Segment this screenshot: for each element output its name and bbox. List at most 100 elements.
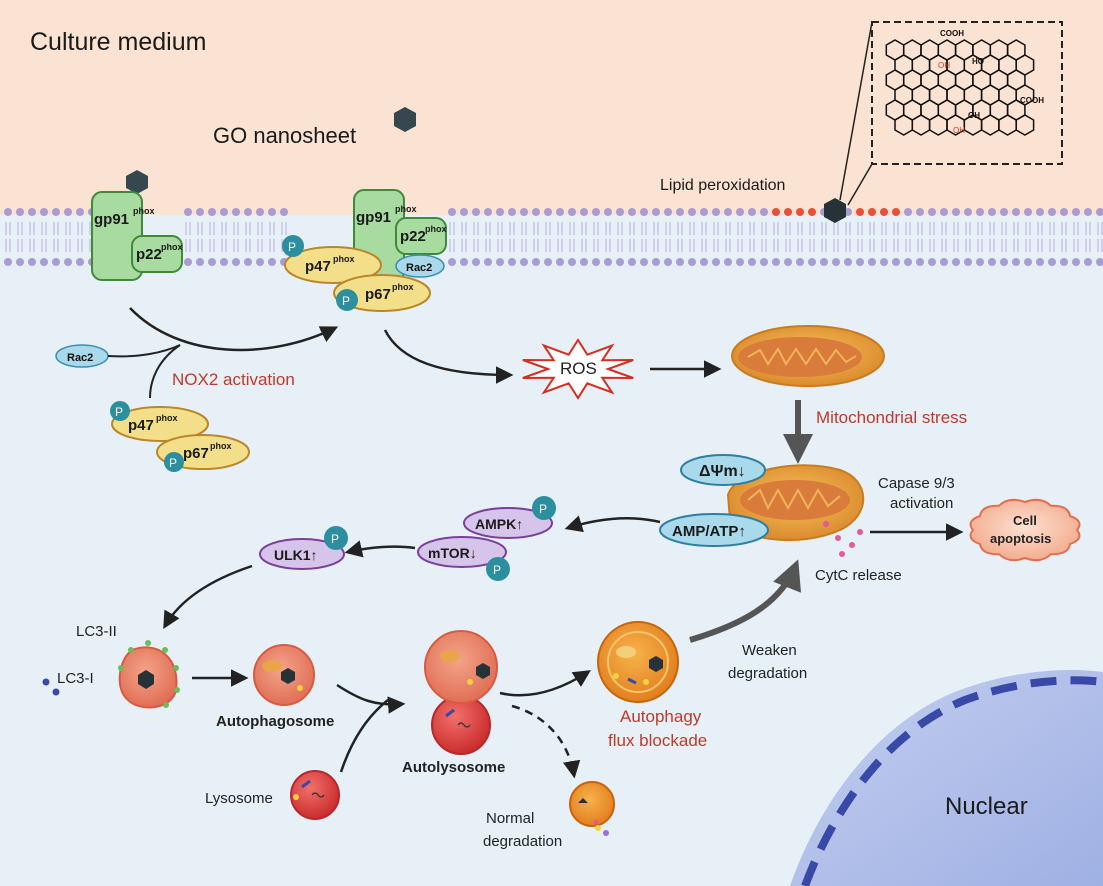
culture-medium-region [0, 0, 1103, 215]
mitochondrion-healthy [731, 325, 885, 387]
mtor-node: mTOR↓ P [417, 536, 510, 581]
svg-text:Rac2: Rac2 [67, 352, 93, 364]
arrow-ulk1-to-lc3 [163, 564, 253, 630]
svg-text:phox: phox [210, 441, 232, 451]
svg-text:ULK1↑: ULK1↑ [274, 547, 318, 563]
ros-label: ROS [560, 359, 597, 378]
cell-membrane [4, 208, 1103, 266]
go-nanosheet-icon [394, 107, 416, 132]
svg-text:phox: phox [395, 204, 417, 214]
p47-join-line [149, 344, 181, 399]
svg-text:p22: p22 [136, 246, 162, 263]
cooh-right-label: COOH [1020, 96, 1044, 105]
svg-text:p22: p22 [400, 228, 426, 245]
svg-text:phox: phox [425, 224, 447, 234]
arrow-to-ros [383, 329, 514, 384]
arrow-amp-to-ampk [564, 515, 661, 533]
svg-text:phox: phox [133, 206, 155, 216]
nox2-activation-arrow [129, 307, 339, 352]
rac2-free: Rac2 [55, 344, 109, 368]
svg-text:P: P [115, 405, 123, 419]
p67-active [333, 274, 431, 312]
nucleus [790, 669, 1103, 886]
phospho-p47 [110, 401, 130, 421]
svg-text:p67: p67 [183, 445, 209, 462]
svg-text:P: P [288, 240, 296, 254]
svg-text:mTOR↓: mTOR↓ [428, 545, 477, 561]
weaken-label-2: degradation [728, 665, 807, 682]
nox2-inactive-complex: gp91 phox p22 phox [91, 191, 183, 281]
lysosome [290, 770, 340, 820]
arrow-autophagosome-to-autolysosome [336, 683, 406, 714]
svg-text:P: P [331, 532, 339, 546]
autophagy-blockade-label-2: flux blockade [608, 731, 707, 750]
caspase-label-2: activation [890, 495, 953, 512]
rac2-join-line [107, 344, 181, 358]
autophagy-blockade-label-1: Autophagy [620, 707, 702, 726]
svg-text:phox: phox [333, 254, 355, 264]
arrow-weaken-degradation [689, 559, 801, 643]
svg-text:P: P [342, 294, 350, 308]
graphene-lattice [885, 39, 1035, 136]
svg-text:gp91: gp91 [94, 211, 129, 228]
oh-label-3: OH [953, 126, 965, 135]
svg-text:phox: phox [161, 242, 183, 252]
go-nanosheet-icon [824, 198, 846, 223]
svg-text:phox: phox [392, 282, 414, 292]
ho-label: HO [972, 57, 984, 66]
weaken-label-1: Weaken [742, 642, 797, 659]
lc3-i-label: LC3-I [57, 670, 94, 687]
svg-text:AMP/ATP↑: AMP/ATP↑ [672, 523, 746, 540]
ros-burst: ROS [522, 338, 634, 400]
normal-degradation-vesicle [569, 781, 615, 836]
p47-p67-free: p47 phox p67 phox P P [110, 401, 250, 472]
svg-text:P: P [493, 563, 501, 577]
svg-text:p47: p47 [128, 417, 154, 434]
arrow-lysosome-to-autolysosome [339, 699, 389, 773]
go-nanosheet-icon [126, 170, 148, 194]
ampk-node: AMPK↑ P [463, 496, 556, 539]
normal-degradation-label-2: degradation [483, 833, 562, 850]
autophagosome [253, 644, 315, 706]
oh-label-2: OH [968, 111, 980, 120]
svg-text:ΔΨm↓: ΔΨm↓ [699, 463, 746, 480]
caspase-label-1: Capase 9/3 [878, 475, 955, 492]
svg-text:p47: p47 [305, 258, 331, 275]
phagophore [118, 640, 180, 709]
nuclear-label: Nuclear [945, 793, 1028, 820]
membrane-potential-badge: ΔΨm↓ [680, 454, 766, 486]
lipid-peroxidation-label: Lipid peroxidation [660, 177, 785, 194]
go-nanosheet-label: GO nanosheet [213, 123, 356, 148]
mitochondrial-stress-label: Mitochondrial stress [816, 408, 967, 427]
graphene-oxide-structure-inset: COOH COOH OH HO OH OH [839, 21, 1063, 206]
svg-text:p67: p67 [365, 286, 391, 303]
rac2-active [395, 254, 445, 278]
oh-label-1: OH [938, 61, 950, 70]
p22-phox-active [395, 217, 447, 255]
lc3-ii-label: LC3-II [76, 623, 117, 640]
arrow-to-normal-degradation [511, 704, 581, 779]
arrow-to-blocked-vesicle [499, 670, 591, 697]
svg-text:P: P [169, 456, 177, 470]
nox2-activation-label: NOX2 activation [172, 370, 295, 389]
cooh-top-label: COOH [940, 29, 964, 38]
svg-text:apoptosis: apoptosis [990, 531, 1051, 546]
culture-medium-label: Culture medium [30, 28, 206, 56]
p47-active [284, 246, 382, 284]
autophagosome-label: Autophagosome [216, 713, 334, 730]
svg-text:gp91: gp91 [356, 209, 391, 226]
svg-text:Cell: Cell [1013, 513, 1037, 528]
lysosome-label: Lysosome [205, 790, 273, 807]
svg-text:P: P [539, 502, 547, 516]
amp-atp-badge: AMP/ATP↑ [659, 513, 769, 547]
nox2-active-complex: gp91 phox p22 phox Rac2 p47 phox p67 pho… [282, 189, 447, 312]
arrow-mtor-to-ulk1 [344, 540, 416, 558]
autolysosome [424, 630, 498, 755]
cell-apoptosis: Cell apoptosis [969, 498, 1081, 562]
svg-text:phox: phox [156, 413, 178, 423]
svg-text:Rac2: Rac2 [406, 262, 432, 274]
autolysosome-label: Autolysosome [402, 759, 505, 776]
blocked-autolysosome [597, 621, 679, 703]
svg-text:AMPK↑: AMPK↑ [475, 516, 523, 532]
